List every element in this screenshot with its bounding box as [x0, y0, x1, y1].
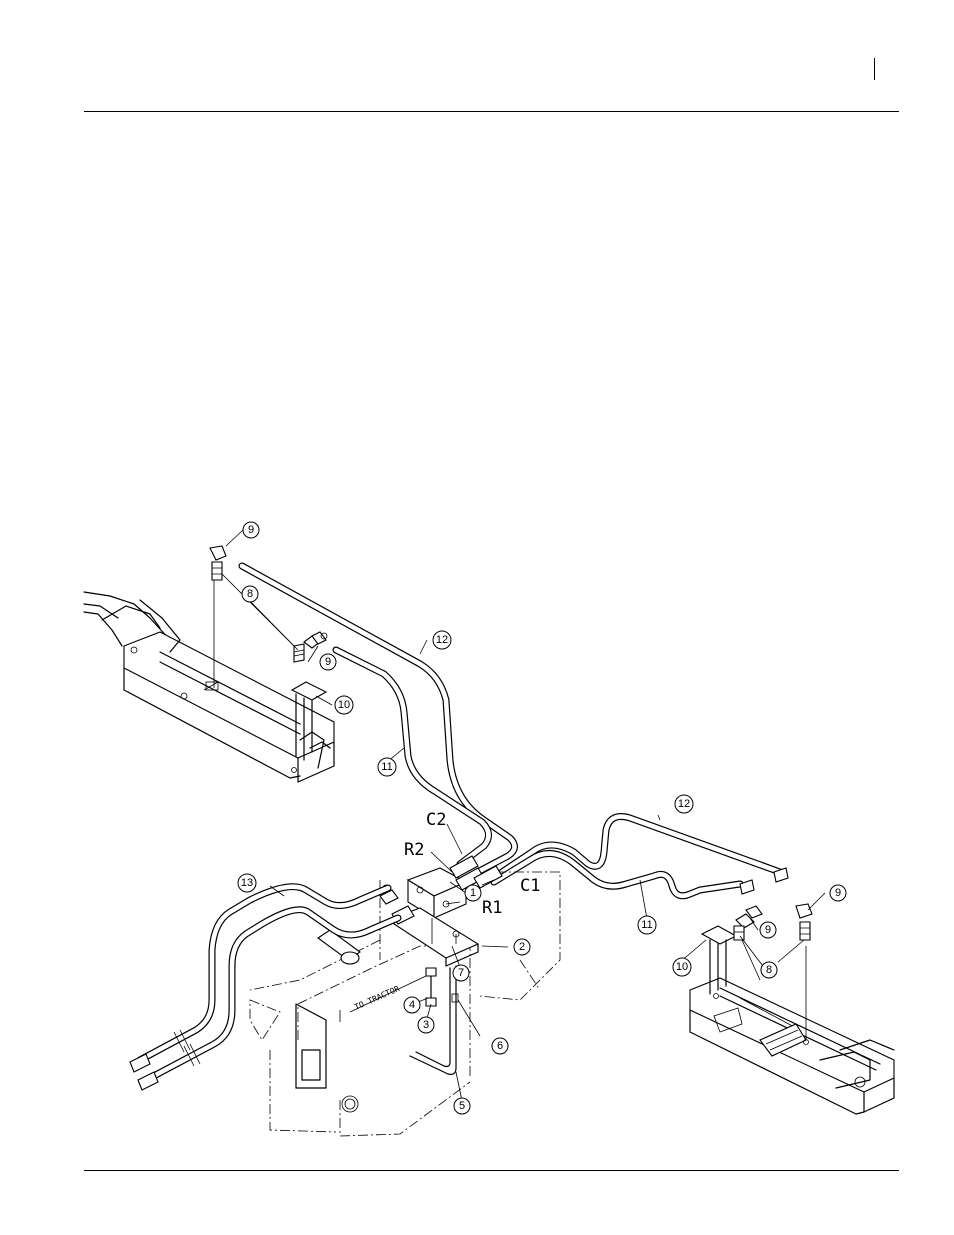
svg-text:2: 2 — [519, 941, 525, 953]
callout-10: 10 — [673, 958, 691, 976]
callout-10: 10 — [335, 696, 353, 714]
svg-text:12: 12 — [436, 634, 448, 646]
callout-9: 9 — [320, 654, 336, 670]
callout-8: 8 — [761, 962, 777, 978]
port-label-r2: R2 — [404, 840, 424, 860]
callout-9: 9 — [760, 922, 776, 938]
callout-5: 5 — [454, 1098, 470, 1114]
callout-11: 11 — [378, 758, 396, 776]
hose-13 — [130, 887, 398, 1090]
svg-text:10: 10 — [676, 961, 688, 973]
svg-text:4: 4 — [409, 999, 415, 1011]
svg-text:10: 10 — [338, 699, 350, 711]
callout-8: 8 — [242, 586, 258, 602]
callout-2: 2 — [514, 939, 530, 955]
svg-text:12: 12 — [678, 798, 690, 810]
hose-11-left — [336, 650, 489, 864]
hose-12-right — [502, 817, 780, 873]
svg-text:11: 11 — [381, 761, 392, 773]
svg-text:5: 5 — [459, 1100, 465, 1112]
callout-13: 13 — [238, 874, 256, 892]
svg-text:7: 7 — [458, 967, 464, 979]
svg-text:1: 1 — [470, 887, 476, 899]
svg-text:3: 3 — [423, 1019, 429, 1031]
callout-3: 3 — [418, 1017, 434, 1033]
right-wing-frame — [690, 978, 894, 1114]
callout-1: 1 — [465, 885, 481, 901]
svg-text:8: 8 — [766, 964, 772, 976]
callout-9: 9 — [830, 885, 846, 901]
svg-text:6: 6 — [497, 1040, 503, 1052]
to-tractor-stencil: TO TRACTOR — [353, 984, 401, 1012]
svg-text:11: 11 — [641, 919, 652, 931]
callout-11: 11 — [638, 916, 656, 934]
bolt-assembly — [426, 968, 436, 1006]
callout-7: 7 — [453, 965, 469, 981]
svg-text:9: 9 — [835, 887, 841, 899]
callout-9: 9 — [243, 522, 259, 538]
callout-12: 12 — [675, 795, 693, 813]
svg-text:9: 9 — [325, 656, 331, 668]
port-label-r1: R1 — [482, 898, 502, 918]
callout-4: 4 — [404, 997, 420, 1013]
svg-text:8: 8 — [247, 588, 253, 600]
port-label-c2: C2 — [426, 810, 446, 830]
callout-6: 6 — [492, 1038, 508, 1054]
svg-text:13: 13 — [241, 877, 253, 889]
svg-text:9: 9 — [248, 524, 254, 536]
port-label-c1: C1 — [520, 876, 540, 896]
callout-12: 12 — [433, 631, 451, 649]
svg-text:9: 9 — [765, 924, 771, 936]
